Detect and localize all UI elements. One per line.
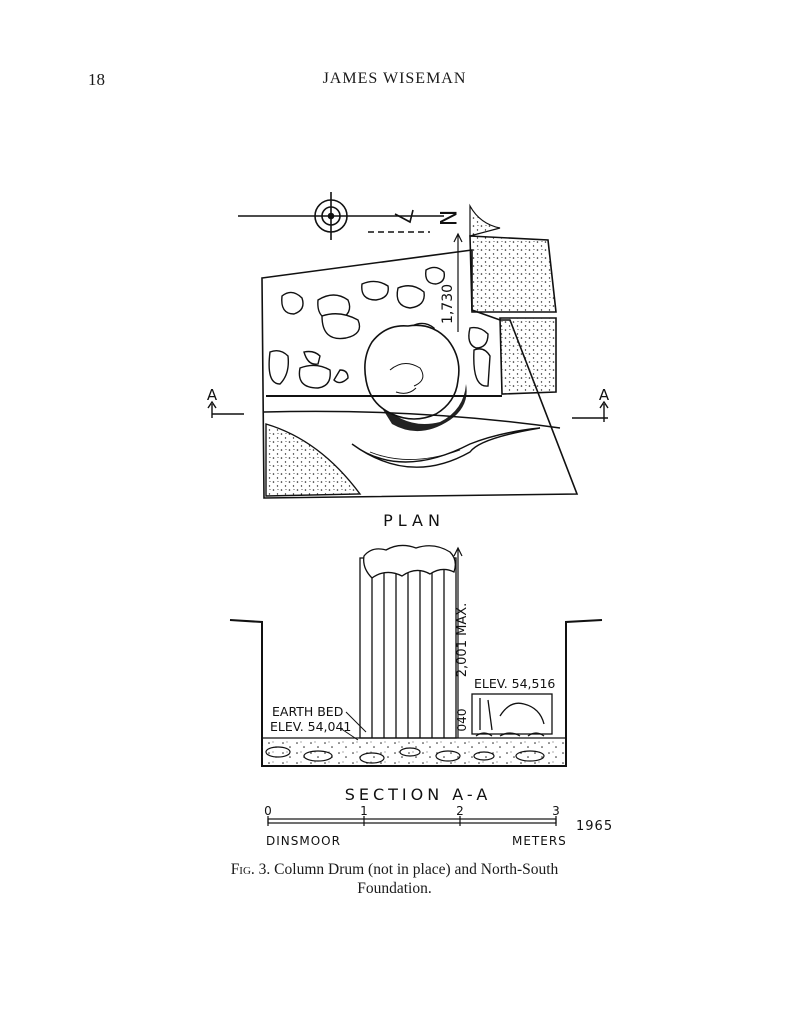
scale-tick-2: 2 bbox=[456, 804, 464, 818]
section-title: SECTION A-A bbox=[345, 785, 492, 804]
section-marker-right: A bbox=[599, 386, 610, 404]
running-head: JAMES WISEMAN bbox=[322, 70, 467, 87]
foundation-block-section bbox=[471, 693, 553, 737]
height-dimension: 2,001 MAX. bbox=[455, 603, 470, 678]
foundation-block-lower bbox=[499, 317, 557, 395]
earth-bed-label: EARTH BED bbox=[272, 704, 343, 719]
north-arrow bbox=[238, 192, 444, 240]
scale-units: METERS bbox=[512, 834, 567, 848]
elev-right-label: ELEV. 54,516 bbox=[474, 676, 555, 691]
figure-caption: Fig. 3. Column Drum (not in place) and N… bbox=[0, 860, 789, 898]
scale-bar bbox=[267, 816, 557, 826]
scale-year: 1965 bbox=[576, 819, 613, 834]
small-dimension: 040 bbox=[455, 709, 469, 732]
section-view: 2,001 MAX. 040 ELEV. 54,516 EARTH BED EL… bbox=[229, 544, 603, 767]
plan-view: N 1,730 bbox=[207, 192, 610, 499]
gravel-bed bbox=[262, 738, 566, 766]
foundation-block-upper bbox=[469, 235, 557, 313]
plan-title: PLAN bbox=[383, 511, 445, 530]
elev-left-label: ELEV. 54,041 bbox=[270, 719, 351, 734]
column-drum-plan bbox=[364, 324, 460, 420]
scale-tick-3: 3 bbox=[552, 804, 560, 818]
scale-tick-1: 1 bbox=[360, 804, 368, 818]
north-label: N bbox=[434, 210, 459, 226]
stippled-corner bbox=[265, 423, 362, 497]
caption-line1: Column Drum (not in place) and North-Sou… bbox=[274, 861, 559, 878]
plan-dimension: 1,730 bbox=[440, 284, 456, 324]
caption-line2: Foundation. bbox=[357, 880, 432, 897]
section-marker-left: A bbox=[207, 386, 218, 404]
channel bbox=[351, 427, 541, 468]
page-number: 18 bbox=[88, 70, 105, 89]
scale-author: DINSMOOR bbox=[266, 834, 341, 848]
caption-label: Fig. 3. bbox=[230, 861, 271, 878]
scale-tick-0: 0 bbox=[264, 804, 272, 818]
column-drum-shadow bbox=[372, 384, 467, 432]
figure-drawing: N 1,730 bbox=[207, 192, 613, 848]
column-drum-section bbox=[359, 544, 457, 739]
